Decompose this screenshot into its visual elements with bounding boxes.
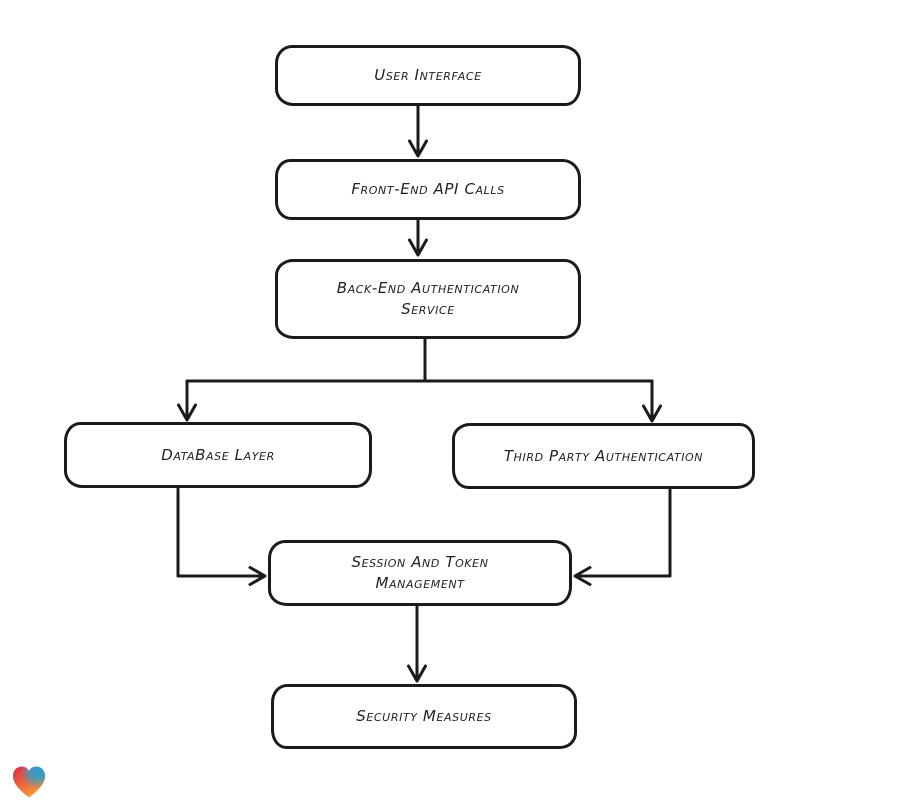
node-label: DataBase Layer: [161, 445, 275, 464]
node-security-measures[interactable]: Security Measures: [271, 684, 577, 749]
connector-backend-branch: [177, 337, 662, 423]
heart-logo[interactable]: [9, 763, 49, 801]
connector-database-to-session: [176, 487, 267, 586]
node-label: Session And Token Management: [351, 553, 489, 592]
connector-thirdparty-to-session: [573, 488, 672, 586]
node-third-party-authentication[interactable]: Third Party Authentication: [452, 423, 755, 489]
node-session-and-token-management[interactable]: Session And Token Management: [268, 540, 572, 606]
node-label: User Interface: [374, 66, 482, 84]
connector-ui-to-frontend: [408, 104, 428, 158]
node-label: Back-End Authentication Service: [336, 279, 520, 318]
node-label: Front-End API Calls: [351, 180, 505, 198]
node-label: Third Party Authentication: [503, 446, 704, 465]
node-user-interface[interactable]: User Interface: [275, 45, 581, 106]
connector-frontend-to-backend: [408, 219, 428, 257]
connector-session-to-security: [407, 605, 427, 683]
heart-icon: [12, 766, 46, 798]
node-database-layer[interactable]: DataBase Layer: [64, 422, 372, 488]
node-front-end-api-calls[interactable]: Front-End API Calls: [275, 159, 581, 220]
node-label: Security Measures: [356, 707, 492, 725]
node-back-end-authentication-service[interactable]: Back-End Authentication Service: [275, 259, 581, 339]
